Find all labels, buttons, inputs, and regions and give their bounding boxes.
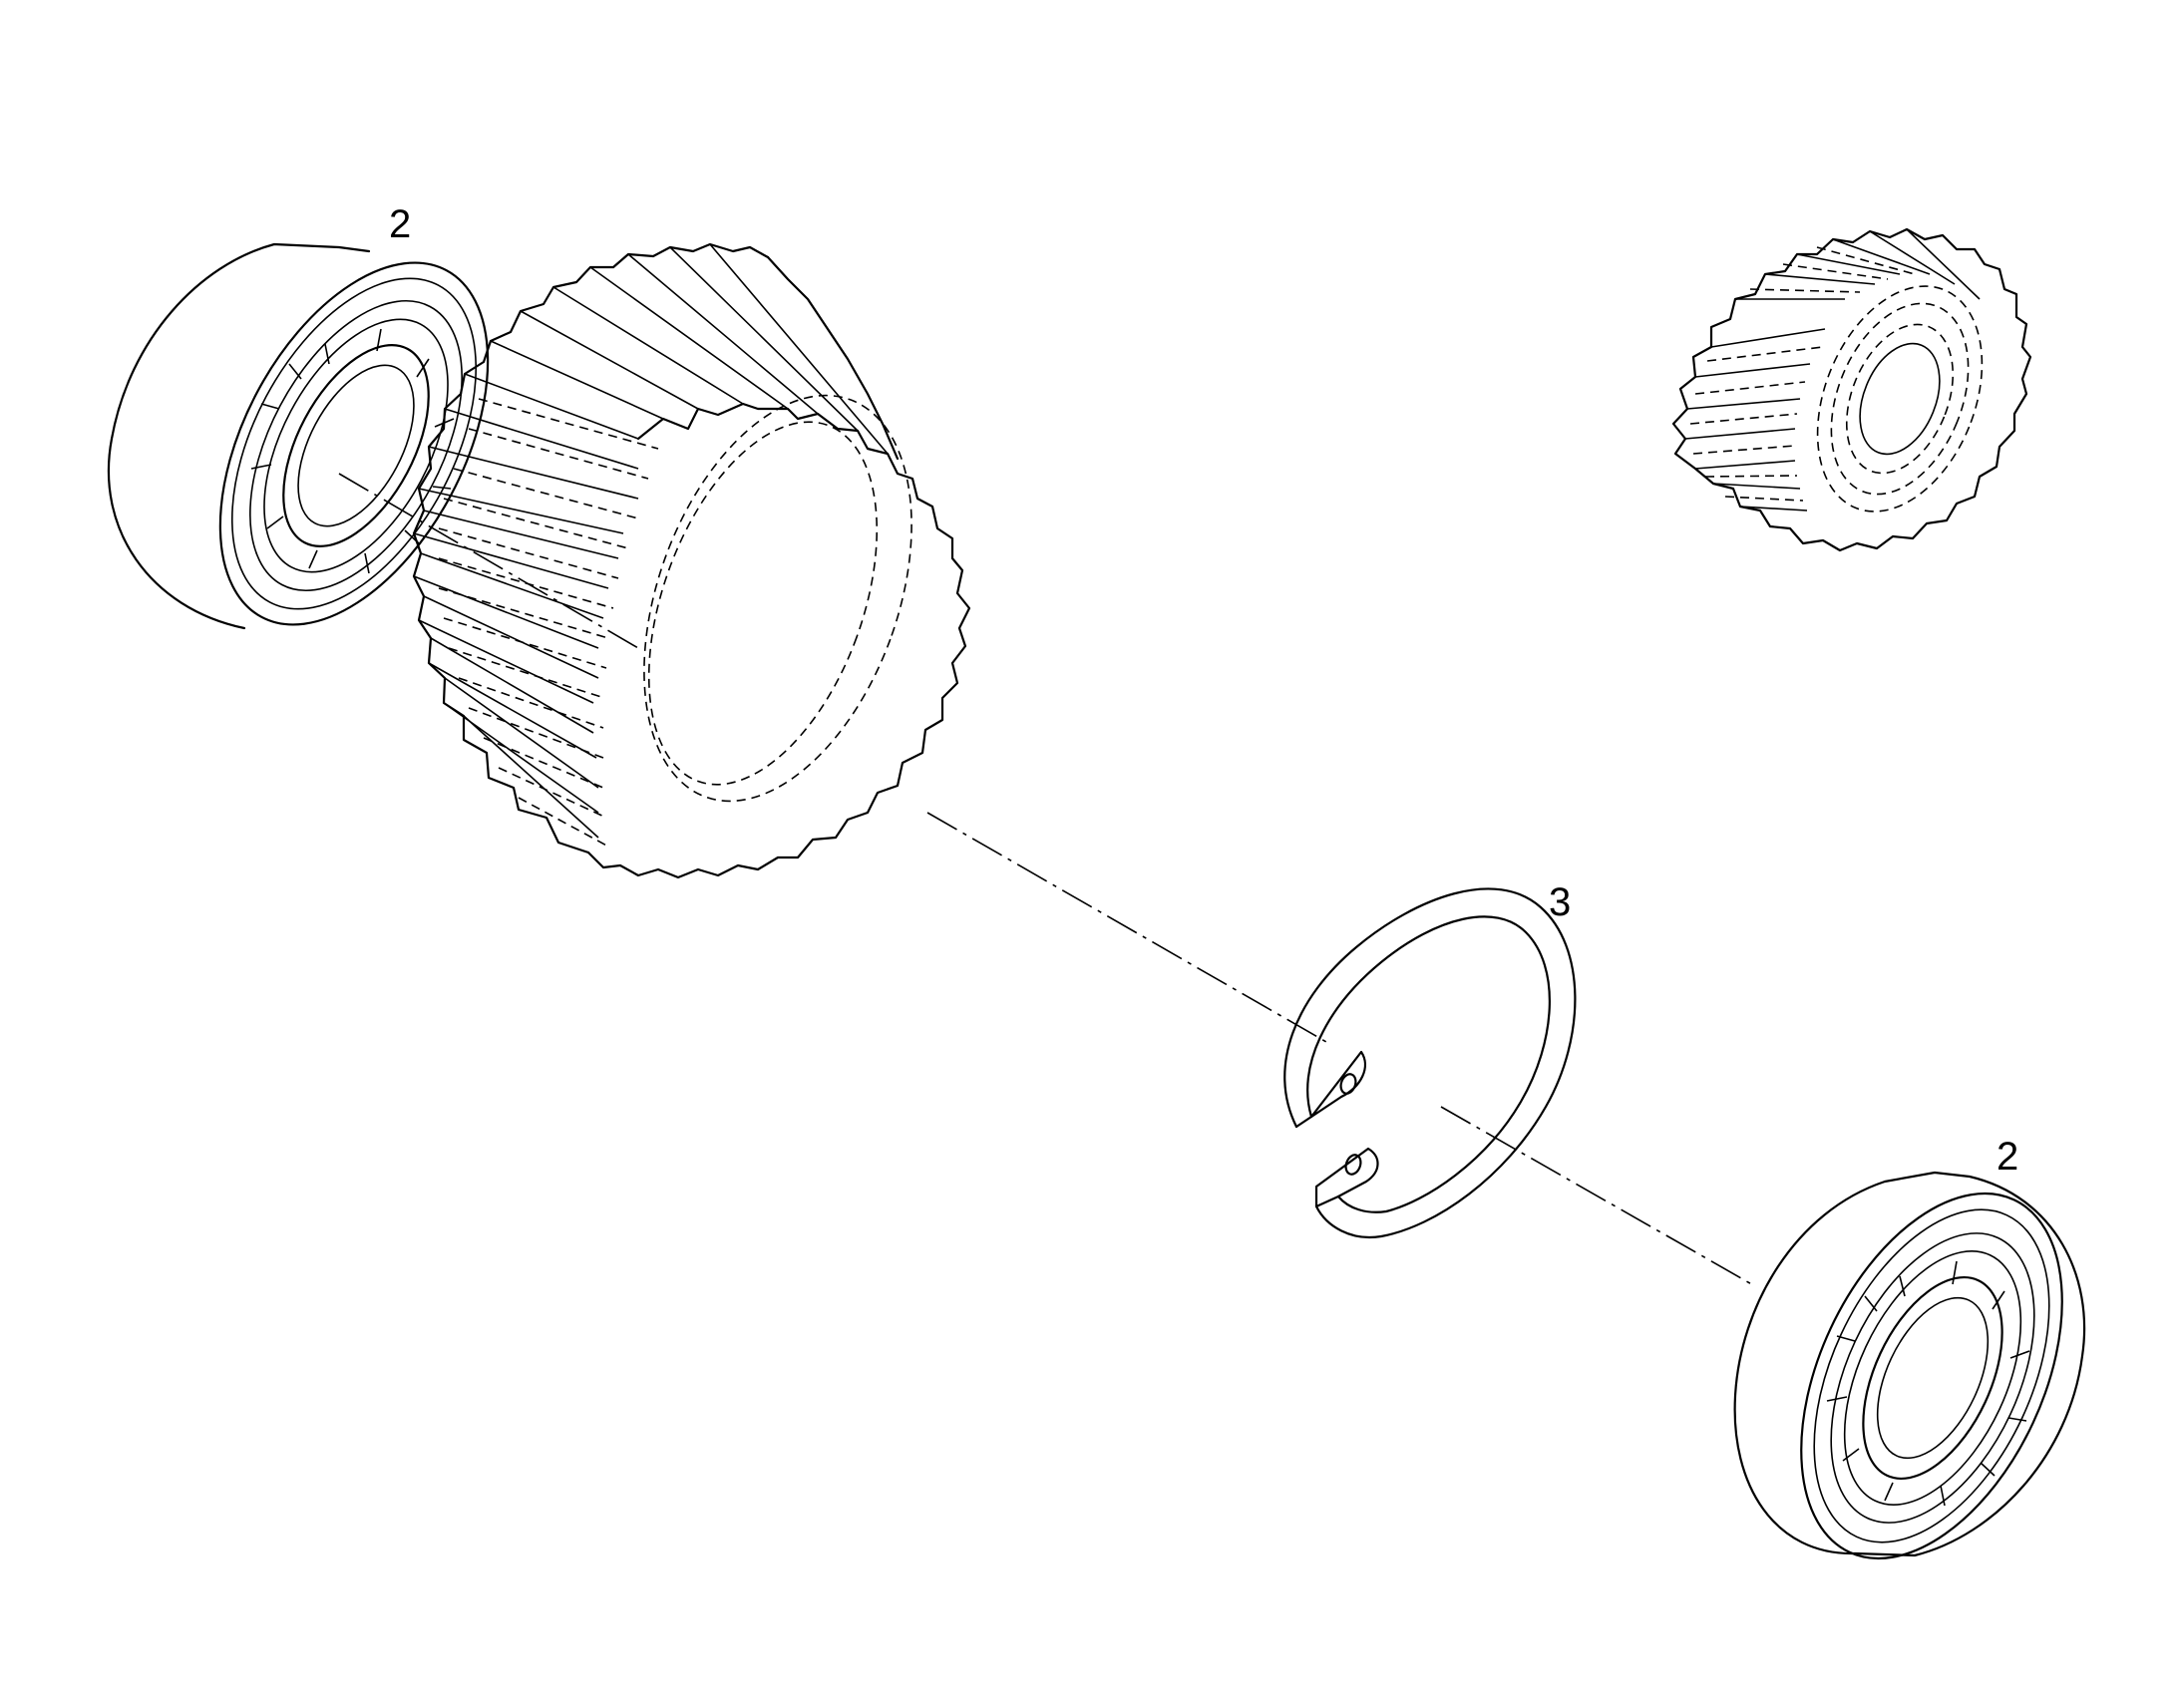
callout-bearing-left: 2	[389, 202, 411, 246]
bearing-right	[1733, 1171, 2086, 1560]
callout-bearing-right: 2	[1997, 1135, 2018, 1179]
callout-snap-ring: 3	[1549, 880, 1571, 924]
assembly-axis	[338, 473, 1756, 1287]
assembled-gear-view	[1671, 227, 2032, 552]
gear-bore	[643, 394, 912, 803]
spur-gear	[412, 242, 971, 879]
snap-ring	[1283, 887, 1577, 1239]
